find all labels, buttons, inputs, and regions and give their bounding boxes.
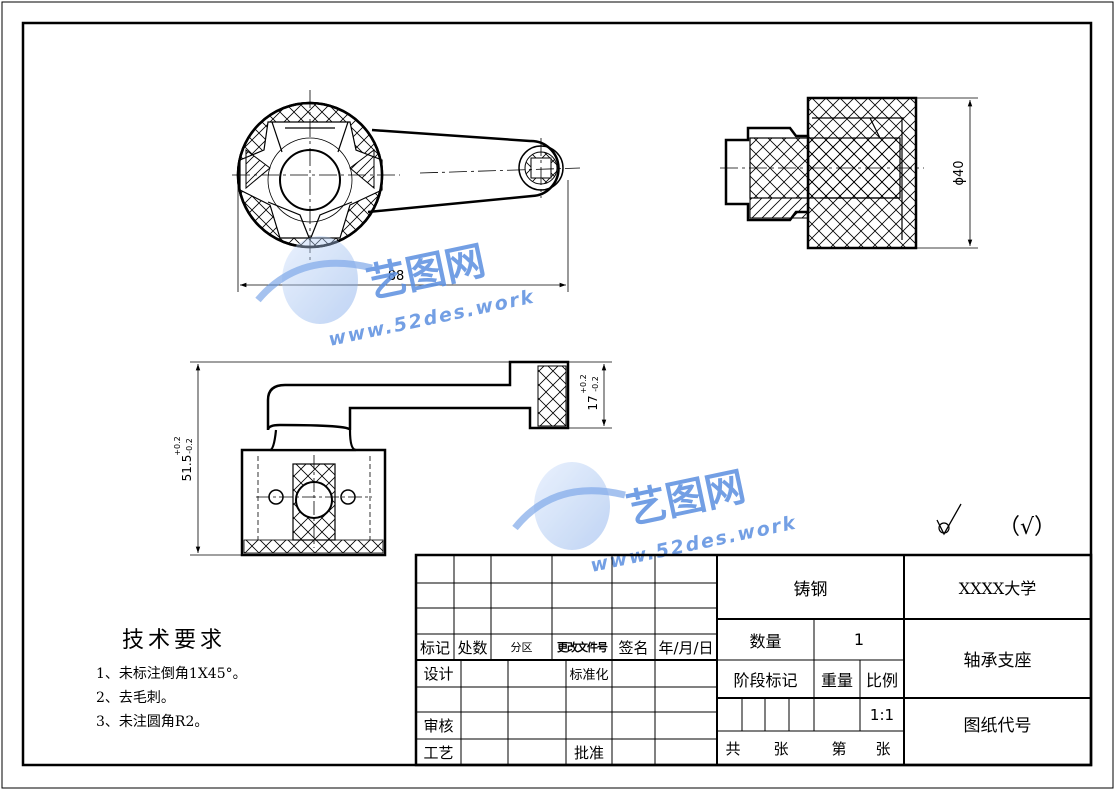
part-name: 轴承支座 — [963, 651, 1032, 671]
quantity-value: 1 — [853, 630, 865, 649]
weight-label: 重量 — [820, 671, 853, 690]
school-name: XXXX大学 — [958, 579, 1037, 598]
front-view: 88 — [232, 90, 581, 292]
technical-requirements-title: 技术要求 — [122, 628, 227, 653]
header-doc-no: 更改文件号 — [557, 641, 608, 654]
side-view: ϕ40 — [720, 96, 978, 250]
sheets-unit-label: 张 — [773, 739, 789, 758]
technical-requirements: 技术要求 1、未标注倒角1X45°。 2、去毛刺。 3、未注圆角R2。 — [96, 622, 396, 734]
surface-finish-note: （√） — [998, 515, 1056, 540]
role-review: 审核 — [423, 717, 454, 735]
header-mark: 标记 — [419, 638, 450, 657]
dim-dia40-text: ϕ40 — [952, 160, 967, 185]
watermark-1: 艺图网 www.52des.work — [255, 236, 537, 351]
sheet-no-unit-label: 张 — [875, 739, 891, 758]
dim-51-5-tol-upper: +0.2 — [173, 436, 182, 455]
scale-value: 1:1 — [869, 705, 895, 724]
requirement-item: 3、未注圆角R2。 — [96, 714, 209, 730]
requirement-item: 2、去毛刺。 — [96, 690, 175, 706]
header-signature: 签名 — [618, 638, 649, 657]
dim-88-text: 88 — [388, 269, 405, 284]
drawing-no-label: 图纸代号 — [963, 715, 1032, 736]
watermark-2-brand: 艺图网 — [623, 464, 750, 534]
header-zone: 分区 — [510, 641, 533, 654]
header-date: 年/月/日 — [658, 638, 714, 657]
requirement-item: 1、未标注倒角1X45°。 — [96, 666, 247, 682]
role-process: 工艺 — [423, 743, 454, 762]
scale-label: 比例 — [865, 671, 898, 690]
dim-51-5-text: 51.5 — [180, 455, 194, 482]
role-standardization: 标准化 — [569, 668, 609, 683]
stage-mark-label: 阶段标记 — [733, 671, 798, 690]
material-value: 铸钢 — [793, 579, 828, 600]
title-block-grid — [414, 553, 1093, 767]
dim-17-tol-upper: +0.2 — [579, 374, 588, 393]
watermark-1-brand: 艺图网 — [363, 238, 490, 308]
surface-finish-symbol: （√） — [936, 503, 1056, 540]
top-view: 51.5 +0.2 -0.2 17 +0.2 -0.2 — [173, 360, 612, 557]
role-approval: 批准 — [573, 743, 604, 762]
dim-17-text: 17 — [586, 395, 600, 410]
header-count: 处数 — [457, 638, 488, 657]
quantity-label: 数量 — [749, 631, 782, 651]
dim-51-5-tol-lower: -0.2 — [185, 438, 194, 454]
watermark-1-url: www.52des.work — [326, 286, 537, 351]
sheets-total-label: 共 — [725, 739, 741, 758]
sheet-no-label: 第 — [831, 739, 847, 758]
dim-17-tol-lower: -0.2 — [591, 376, 600, 392]
role-design: 设计 — [423, 665, 454, 683]
